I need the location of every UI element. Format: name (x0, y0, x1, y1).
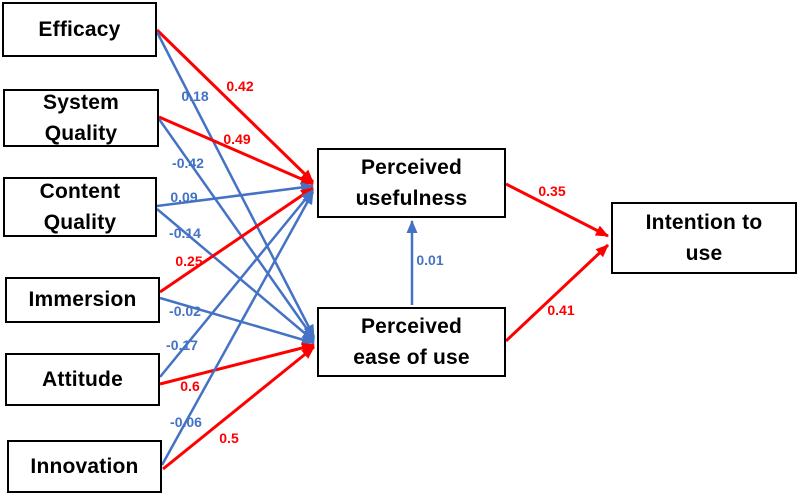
edge-coefficient-perceived-ease-of-use-to-perceived-usefulness: 0.01 (416, 252, 444, 268)
edge-innovation-to-perceived-usefulness (160, 191, 315, 466)
edge-coefficient-attitude-to-perceived-usefulness: -0.17 (166, 337, 198, 353)
edge-perceived-ease-of-use-to-intention-to-use (504, 243, 610, 343)
node-label: ease of use (353, 346, 470, 369)
node-innovation: Innovation (7, 440, 162, 493)
node-label: Quality (43, 211, 117, 234)
node-label: Perceived (360, 314, 463, 338)
edge-coefficient-perceived-usefulness-to-intention-to-use: 0.35 (538, 183, 566, 199)
node-label: Intention to (645, 210, 763, 234)
node-immersion: Immersion (5, 277, 160, 323)
edge-system-quality-to-perceived-usefulness (158, 115, 314, 186)
node-attitude: Attitude (5, 353, 160, 406)
edge-system-quality-to-perceived-ease-of-use (157, 118, 316, 340)
edge-coefficient-efficacy-to-perceived-usefulness: 0.42 (226, 78, 254, 94)
edge-coefficient-innovation-to-perceived-ease-of-use: 0.5 (219, 430, 239, 446)
node-perceived-ease-of-use: Perceived ease of use (317, 307, 506, 377)
node-label: Quality (44, 122, 118, 145)
edge-immersion-to-perceived-ease-of-use (159, 296, 315, 345)
edge-attitude-to-perceived-ease-of-use (159, 342, 315, 386)
edge-efficacy-to-perceived-ease-of-use (155, 31, 316, 338)
node-label: Immersion (28, 288, 137, 312)
edge-coefficient-system-quality-to-perceived-usefulness: 0.49 (223, 131, 251, 147)
edge-coefficient-content-quality-to-perceived-usefulness: 0.09 (170, 189, 198, 205)
edge-coefficient-immersion-to-perceived-ease-of-use: -0.02 (169, 303, 201, 319)
edge-efficacy-to-perceived-usefulness (155, 28, 315, 184)
edge-immersion-to-perceived-usefulness (159, 186, 314, 294)
node-label: use (685, 242, 723, 265)
edge-perceived-usefulness-to-intention-to-use (505, 182, 609, 238)
edge-coefficient-content-quality-to-perceived-ease-of-use: -0.14 (169, 225, 201, 241)
edge-attitude-to-perceived-usefulness (159, 189, 314, 378)
edge-coefficient-attitude-to-perceived-ease-of-use: 0.6 (180, 378, 200, 394)
node-perceived-usefulness: Perceived usefulness (317, 148, 506, 218)
node-label: Innovation (30, 454, 139, 478)
edge-content-quality-to-perceived-ease-of-use (156, 208, 315, 342)
node-label: Content (39, 179, 121, 203)
edge-coefficient-immersion-to-perceived-usefulness: 0.25 (175, 253, 203, 269)
node-label: System (43, 90, 119, 114)
node-label: Efficacy (38, 17, 121, 41)
edge-coefficient-system-quality-to-perceived-ease-of-use: -0.42 (172, 155, 204, 171)
node-label: Perceived (360, 155, 463, 179)
edge-innovation-to-perceived-ease-of-use (162, 345, 315, 471)
node-label: usefulness (355, 187, 468, 210)
edge-coefficient-efficacy-to-perceived-ease-of-use: 0.18 (181, 88, 209, 104)
node-efficacy: Efficacy (2, 2, 157, 57)
node-label: Attitude (42, 367, 123, 391)
node-intention-to-use: Intention to use (611, 202, 797, 274)
edge-coefficient-innovation-to-perceived-usefulness: -0.06 (170, 414, 202, 430)
edge-coefficient-perceived-ease-of-use-to-intention-to-use: 0.41 (547, 302, 575, 318)
edge-content-quality-to-perceived-usefulness (156, 182, 314, 208)
